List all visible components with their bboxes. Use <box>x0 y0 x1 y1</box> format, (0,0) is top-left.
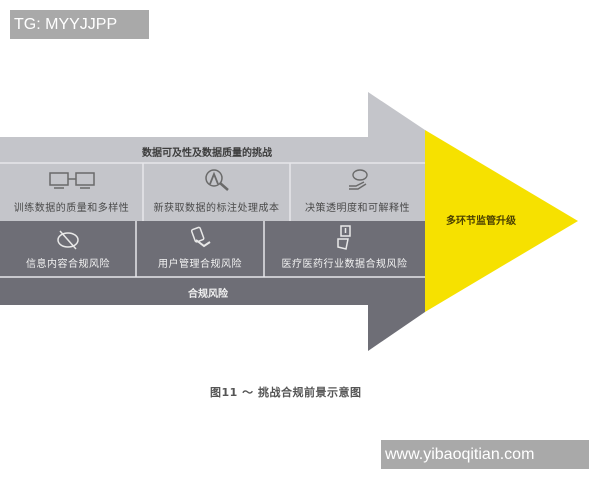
risk-medical-data: 医疗医药行业数据合规风险 <box>264 221 425 277</box>
risk-label: 信息内容合规风险 <box>26 259 110 270</box>
challenge-transparency: 决策透明度和可解释性 <box>290 163 425 221</box>
watermark-top: TG: MYYJJPP <box>10 10 149 39</box>
figure-caption: 图11 ～ 挑战合规前景示意图 <box>210 386 362 399</box>
risk-label: 医疗医药行业数据合规风险 <box>281 259 408 270</box>
risk-user-management: 用户管理合规风险 <box>136 221 264 277</box>
risk-label: 用户管理合规风险 <box>158 259 242 270</box>
challenge-label: 训练数据的质量和多样性 <box>13 203 130 214</box>
risk-content: 信息内容合规风险 <box>0 221 136 277</box>
challenge-annotation-cost: 新获取数据的标注处理成本 <box>143 163 290 221</box>
medical-document-icon <box>336 225 351 250</box>
prohibited-chat-icon <box>57 230 79 250</box>
monitors-icon <box>48 172 95 189</box>
data-challenges-title: 数据可及性及数据质量的挑战 <box>142 148 272 159</box>
watermark-bottom: www.yibaoqitian.com <box>381 440 589 469</box>
compliance-risks-title: 合规风险 <box>188 289 228 300</box>
outcome-label: 多环节监管升级 <box>446 216 516 227</box>
outcome-triangle <box>425 130 578 312</box>
challenge-label: 新获取数据的标注处理成本 <box>153 203 280 214</box>
challenge-label: 决策透明度和可解释性 <box>305 203 410 214</box>
hand-phone-icon <box>190 226 211 248</box>
hand-brain-icon <box>348 169 368 190</box>
challenge-training-data: 训练数据的质量和多样性 <box>0 163 143 221</box>
magnifier-person-icon <box>204 169 229 191</box>
